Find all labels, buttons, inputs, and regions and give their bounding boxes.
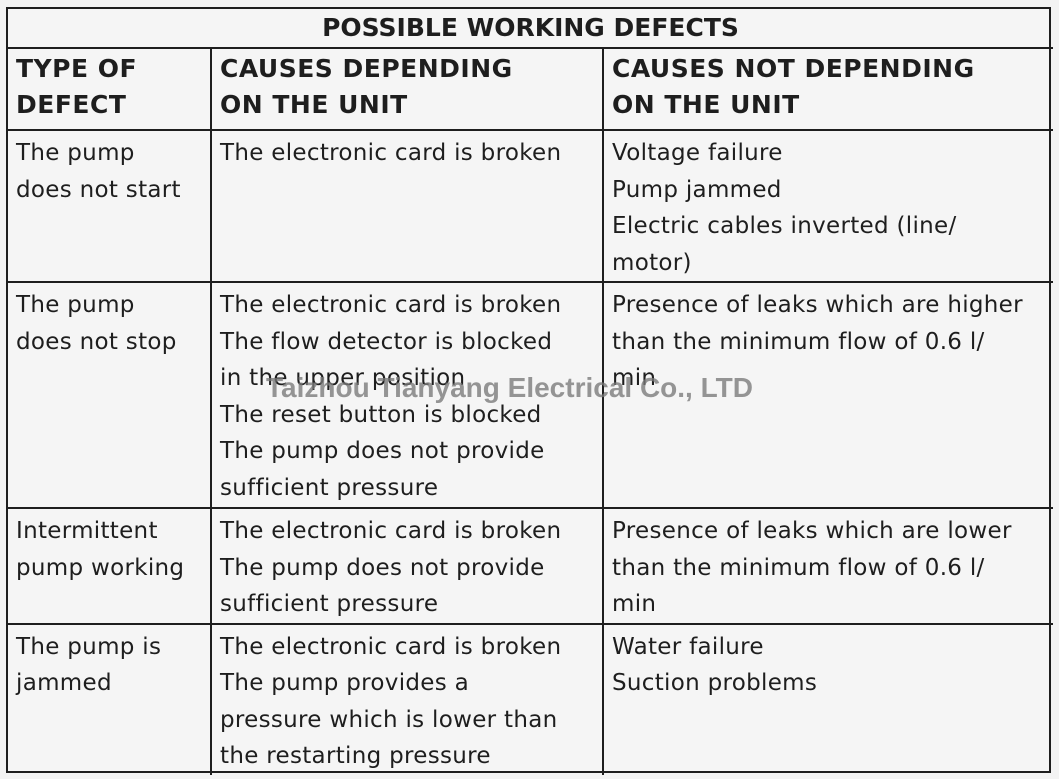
cell-line: Suction problems (612, 670, 818, 696)
causes-not-depending-cell: Voltage failure Pump jammed Electric cab… (601, 129, 1054, 283)
cell-line: Water failure (612, 633, 764, 660)
cell-line: the restarting pressure (220, 743, 491, 769)
cell-line: min (612, 591, 657, 617)
header-line: CAUSES DEPENDING (220, 54, 513, 83)
cell-line: than the minimum flow of 0.6 l/ (612, 554, 985, 581)
cell-line: jammed (16, 670, 112, 696)
cell-line: Intermittent (16, 518, 158, 544)
cell-line: pump working (16, 554, 185, 581)
causes-depending-cell: The electronic card is broken The pump p… (210, 622, 604, 775)
causes-depending-cell: The electronic card is broken The pump d… (210, 507, 604, 625)
defect-type-cell: The pump is jammed (8, 622, 212, 775)
cell-line: Pump jammed (612, 176, 782, 203)
table-row: The pump does not start The electronic c… (8, 129, 1054, 283)
header-line: TYPE OF (16, 54, 138, 83)
cell-line: does not start (16, 176, 181, 203)
cell-line: Presence of leaks which are lower (612, 518, 1012, 544)
cell-line: The pump (16, 292, 135, 318)
header-causes-not-depending: CAUSES NOT DEPENDING ON THE UNIT (601, 47, 1054, 131)
header-type-of-defect: TYPE OF DEFECT (8, 47, 212, 131)
causes-not-depending-cell: Presence of leaks which are lower than t… (601, 507, 1054, 625)
cell-line: The electronic card is broken (220, 633, 562, 660)
cell-line: The pump does not provide (220, 554, 545, 581)
table-header-row: TYPE OF DEFECT CAUSES DEPENDING ON THE U… (8, 47, 1054, 131)
header-line: ON THE UNIT (220, 90, 408, 119)
defect-type-cell: The pump does not stop (8, 281, 212, 509)
cell-line: The pump does not provide (220, 438, 545, 464)
cell-line: Voltage failure (612, 140, 783, 166)
cell-line: The pump is (16, 633, 162, 660)
cell-line: than the minimum flow of 0.6 l/ (612, 328, 985, 355)
cell-line: in the upper position (220, 365, 466, 391)
cell-line: The electronic card is broken (220, 292, 562, 318)
header-causes-depending: CAUSES DEPENDING ON THE UNIT (210, 47, 604, 131)
cell-line: motor) (612, 249, 692, 276)
cell-line: The electronic card is broken (220, 518, 562, 544)
header-line: ON THE UNIT (612, 90, 800, 119)
cell-line: The pump (16, 140, 135, 166)
table-row: The pump is jammed The electronic card i… (8, 622, 1054, 775)
causes-depending-cell: The electronic card is broken (210, 129, 604, 283)
cell-line: min (612, 365, 657, 391)
header-line: DEFECT (16, 90, 127, 119)
cell-line: Presence of leaks which are higher (612, 292, 1023, 318)
cell-line: The flow detector is blocked (220, 328, 553, 355)
cell-line: Electric cables inverted (line/ (612, 213, 957, 239)
table-title: POSSIBLE WORKING DEFECTS (8, 9, 1054, 49)
header-line: CAUSES NOT DEPENDING (612, 54, 975, 83)
cell-line: pressure which is lower than (220, 706, 558, 733)
cell-line: The pump provides a (220, 670, 470, 696)
defect-type-cell: The pump does not start (8, 129, 212, 283)
cell-line: does not stop (16, 328, 177, 355)
causes-not-depending-cell: Water failure Suction problems (601, 622, 1054, 775)
defects-table-frame: POSSIBLE WORKING DEFECTS TYPE OF DEFECT … (6, 7, 1054, 775)
defects-table: POSSIBLE WORKING DEFECTS TYPE OF DEFECT … (8, 9, 1054, 775)
cell-line: The reset button is blocked (220, 401, 542, 428)
defect-type-cell: Intermittent pump working (8, 507, 212, 625)
table-title-row: POSSIBLE WORKING DEFECTS (8, 9, 1054, 49)
causes-not-depending-cell: Presence of leaks which are higher than … (601, 281, 1054, 509)
cell-line: The electronic card is broken (220, 140, 562, 166)
table-row: The pump does not stop The electronic ca… (8, 281, 1054, 509)
cell-line: sufficient pressure (220, 591, 439, 617)
table-row: Intermittent pump working The electronic… (8, 507, 1054, 625)
causes-depending-cell: The electronic card is broken The flow d… (210, 281, 604, 509)
cell-line: sufficient pressure (220, 474, 439, 501)
